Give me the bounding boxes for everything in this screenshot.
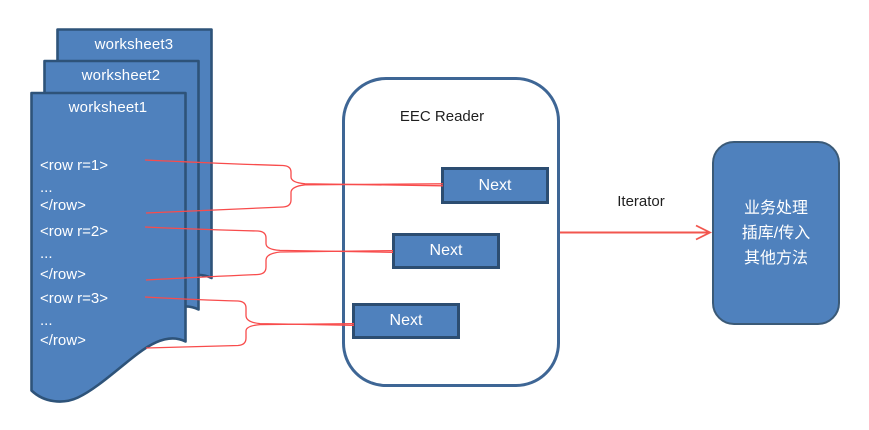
worksheet1-shape [30,91,187,403]
next-button-1-label: Next [478,176,512,194]
iterator-label: Iterator [617,193,665,210]
next-button-2-label: Next [429,242,463,259]
row2-close-text: </row> [40,266,86,283]
next-button-3-label: Next [389,312,423,329]
worksheet1-label: worksheet1 [68,99,148,116]
next-button-3[interactable]: Next [352,303,460,339]
processor-box: 业务处理 插库/传入 其他方法 [712,141,840,325]
row1-ellipsis: ... [40,179,53,196]
row3-brace-top [144,296,355,326]
eec-reader-title: EEC Reader [399,108,485,125]
processor-line-2: 插库/传入 [741,224,811,242]
row3-ellipsis: ... [40,312,53,329]
next-button-2[interactable]: Next [392,233,500,269]
row3-close-text: </row> [40,332,86,349]
processor-line-3: 其他方法 [743,249,808,267]
row1-open-text: <row r=1> [40,157,108,174]
row2-ellipsis: ... [40,245,53,262]
next-button-1[interactable]: Next [441,167,549,204]
row3-brace-bottom [145,322,355,349]
row1-close-text: </row> [40,197,86,214]
worksheet2-label: worksheet2 [81,67,161,84]
processor-line-1: 业务处理 [743,199,808,217]
worksheet3-label: worksheet3 [94,36,174,53]
iterator-arrow-head [695,224,713,241]
row2-open-text: <row r=2> [40,223,108,240]
row3-open-text: <row r=3> [40,290,108,307]
